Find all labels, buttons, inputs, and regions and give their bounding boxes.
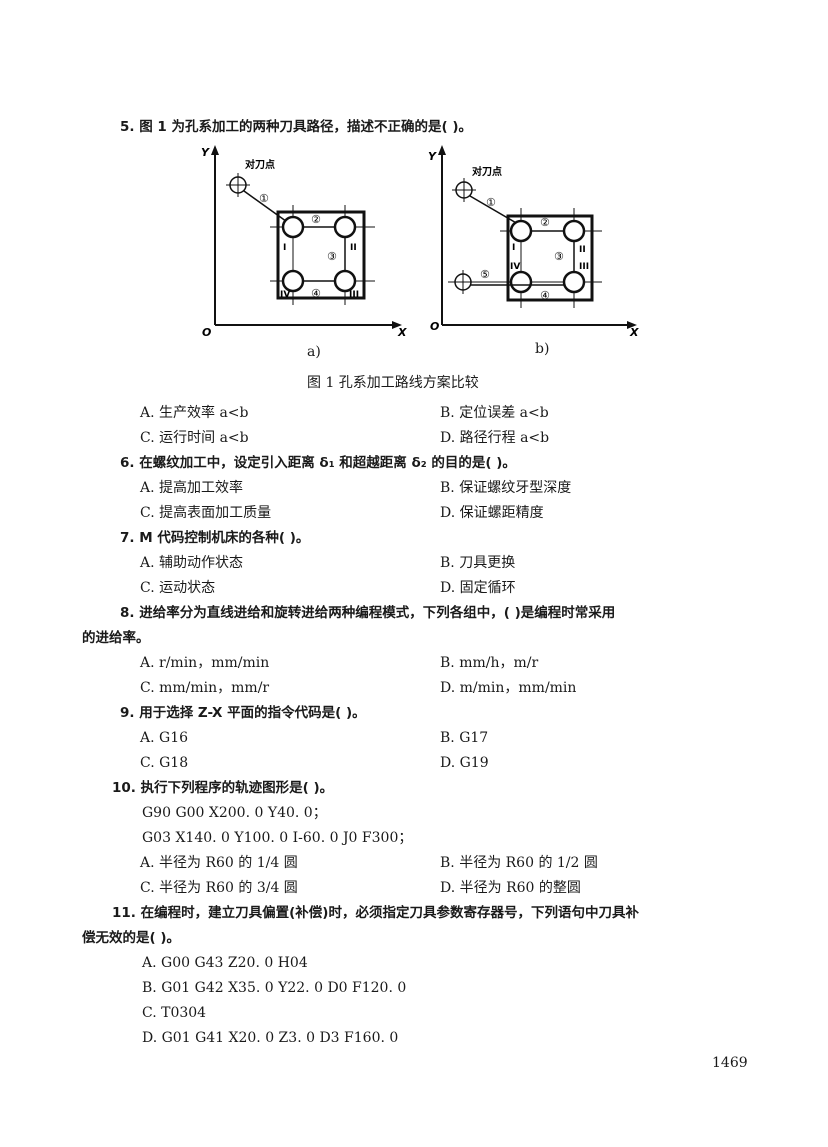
figure-1-hole-paths: Y X O 对刀点 ① ② ③ ④ I II III IV bbox=[201, 145, 639, 339]
q5-option-b: B. 定位误差 a<b bbox=[440, 405, 549, 421]
fig-b-axis-x: X bbox=[629, 326, 639, 339]
fig-b-mark-4: ④ bbox=[540, 289, 550, 302]
fig-b-roman-1: I bbox=[512, 243, 515, 253]
q6-option-c: C. 提高表面加工质量 bbox=[140, 505, 272, 521]
fig-a-mark-4: ④ bbox=[311, 287, 321, 300]
q11-stem-line1: 11. 在编程时，建立刀具偏置(补偿)时，必须指定刀具参数寄存器号，下列语句中刀… bbox=[112, 905, 639, 921]
q8-option-b: B. mm/h，m/r bbox=[440, 655, 539, 671]
q10-code-line2: G03 X140. 0 Y100. 0 I-60. 0 J0 F300； bbox=[142, 830, 413, 846]
page-number: 1469 bbox=[712, 1055, 748, 1071]
fig-a-roman-1: I bbox=[283, 243, 286, 253]
q5-option-c: C. 运行时间 a<b bbox=[140, 430, 249, 446]
q10-code-line1: G90 G00 X200. 0 Y40. 0； bbox=[142, 805, 327, 821]
q10-option-c: C. 半径为 R60 的 3/4 圆 bbox=[140, 880, 298, 896]
fig-a-roman-3: III bbox=[349, 290, 359, 300]
q6-stem: 6. 在螺纹加工中，设定引入距离 δ₁ 和超越距离 δ₂ 的目的是( )。 bbox=[120, 455, 516, 471]
q10-option-b: B. 半径为 R60 的 1/2 圆 bbox=[440, 855, 598, 871]
q5-option-d: D. 路径行程 a<b bbox=[440, 430, 550, 446]
q11-option-b: B. G01 G42 X35. 0 Y22. 0 D0 F120. 0 bbox=[142, 980, 407, 996]
q6-option-d: D. 保证螺距精度 bbox=[440, 505, 544, 521]
q9-option-c: C. G18 bbox=[140, 755, 189, 771]
q7-option-b: B. 刀具更换 bbox=[440, 555, 516, 571]
q11-option-a: A. G00 G43 Z20. 0 H04 bbox=[142, 955, 308, 971]
q5-stem: 5. 图 1 为孔系加工的两种刀具路径，描述不正确的是( )。 bbox=[120, 119, 473, 135]
q6-option-a: A. 提高加工效率 bbox=[140, 480, 244, 496]
q11-stem-line2: 偿无效的是( )。 bbox=[82, 930, 181, 946]
q10-option-a: A. 半径为 R60 的 1/4 圆 bbox=[140, 855, 298, 871]
fig-b-axis-y: Y bbox=[428, 150, 437, 163]
q9-option-b: B. G17 bbox=[440, 730, 489, 746]
figure-caption: 图 1 孔系加工路线方案比较 bbox=[307, 375, 479, 391]
q8-stem-line2: 的进给率。 bbox=[82, 630, 150, 646]
fig-b-mark-2: ② bbox=[540, 216, 550, 229]
q8-option-c: C. mm/min，mm/r bbox=[140, 680, 270, 696]
fig-a-roman-2: II bbox=[350, 243, 357, 253]
q6-option-b: B. 保证螺纹牙型深度 bbox=[440, 480, 572, 496]
fig-b-origin: O bbox=[430, 320, 439, 333]
fig-a-axis-y: Y bbox=[201, 146, 210, 159]
fig-sub-a: a) bbox=[307, 344, 321, 360]
q7-option-d: D. 固定循环 bbox=[440, 580, 516, 596]
fig-sub-b: b) bbox=[535, 341, 550, 357]
fig-b-mark-1: ① bbox=[486, 196, 496, 209]
q11-option-c: C. T0304 bbox=[142, 1005, 207, 1021]
q5-option-a: A. 生产效率 a<b bbox=[140, 405, 249, 421]
fig-a-mark-2: ② bbox=[311, 213, 321, 226]
fig-a-origin: O bbox=[202, 326, 211, 339]
q9-option-d: D. G19 bbox=[440, 755, 489, 771]
q9-option-a: A. G16 bbox=[140, 730, 189, 746]
q10-option-d: D. 半径为 R60 的整圆 bbox=[440, 880, 581, 896]
q11-option-d: D. G01 G41 X20. 0 Z3. 0 D3 F160. 0 bbox=[142, 1030, 399, 1046]
q8-option-d: D. m/min，mm/min bbox=[440, 680, 577, 696]
q8-option-a: A. r/min，mm/min bbox=[140, 655, 270, 671]
q7-option-c: C. 运动状态 bbox=[140, 580, 216, 596]
fig-a-title: 对刀点 bbox=[245, 158, 275, 171]
fig-a-roman-4: IV bbox=[280, 290, 290, 300]
q8-stem-line1: 8. 进给率分为直线进给和旋转进给两种编程模式，下列各组中，( )是编程时常采用 bbox=[120, 605, 616, 621]
q9-stem: 9. 用于选择 Z-X 平面的指令代码是( )。 bbox=[120, 705, 366, 721]
fig-b-mark-5: ⑤ bbox=[480, 268, 490, 281]
figure-a: Y X O 对刀点 ① ② ③ ④ I II III IV bbox=[201, 145, 407, 339]
fig-a-mark-3: ③ bbox=[327, 250, 337, 263]
q7-option-a: A. 辅助动作状态 bbox=[140, 555, 244, 571]
fig-b-roman-4: IV bbox=[510, 262, 520, 272]
fig-a-mark-1: ① bbox=[259, 192, 269, 205]
fig-b-roman-3: III bbox=[579, 262, 589, 272]
q7-stem: 7. M 代码控制机床的各种( )。 bbox=[120, 530, 310, 546]
fig-b-title: 对刀点 bbox=[472, 165, 502, 178]
figure-b: Y X O 对刀点 ① ② ③ ④ ⑤ I II III IV bbox=[428, 145, 639, 339]
fig-a-axis-x: X bbox=[397, 326, 407, 339]
fig-b-roman-2: II bbox=[579, 245, 586, 255]
q10-stem: 10. 执行下列程序的轨迹图形是( )。 bbox=[112, 780, 334, 796]
fig-b-mark-3: ③ bbox=[554, 250, 564, 263]
